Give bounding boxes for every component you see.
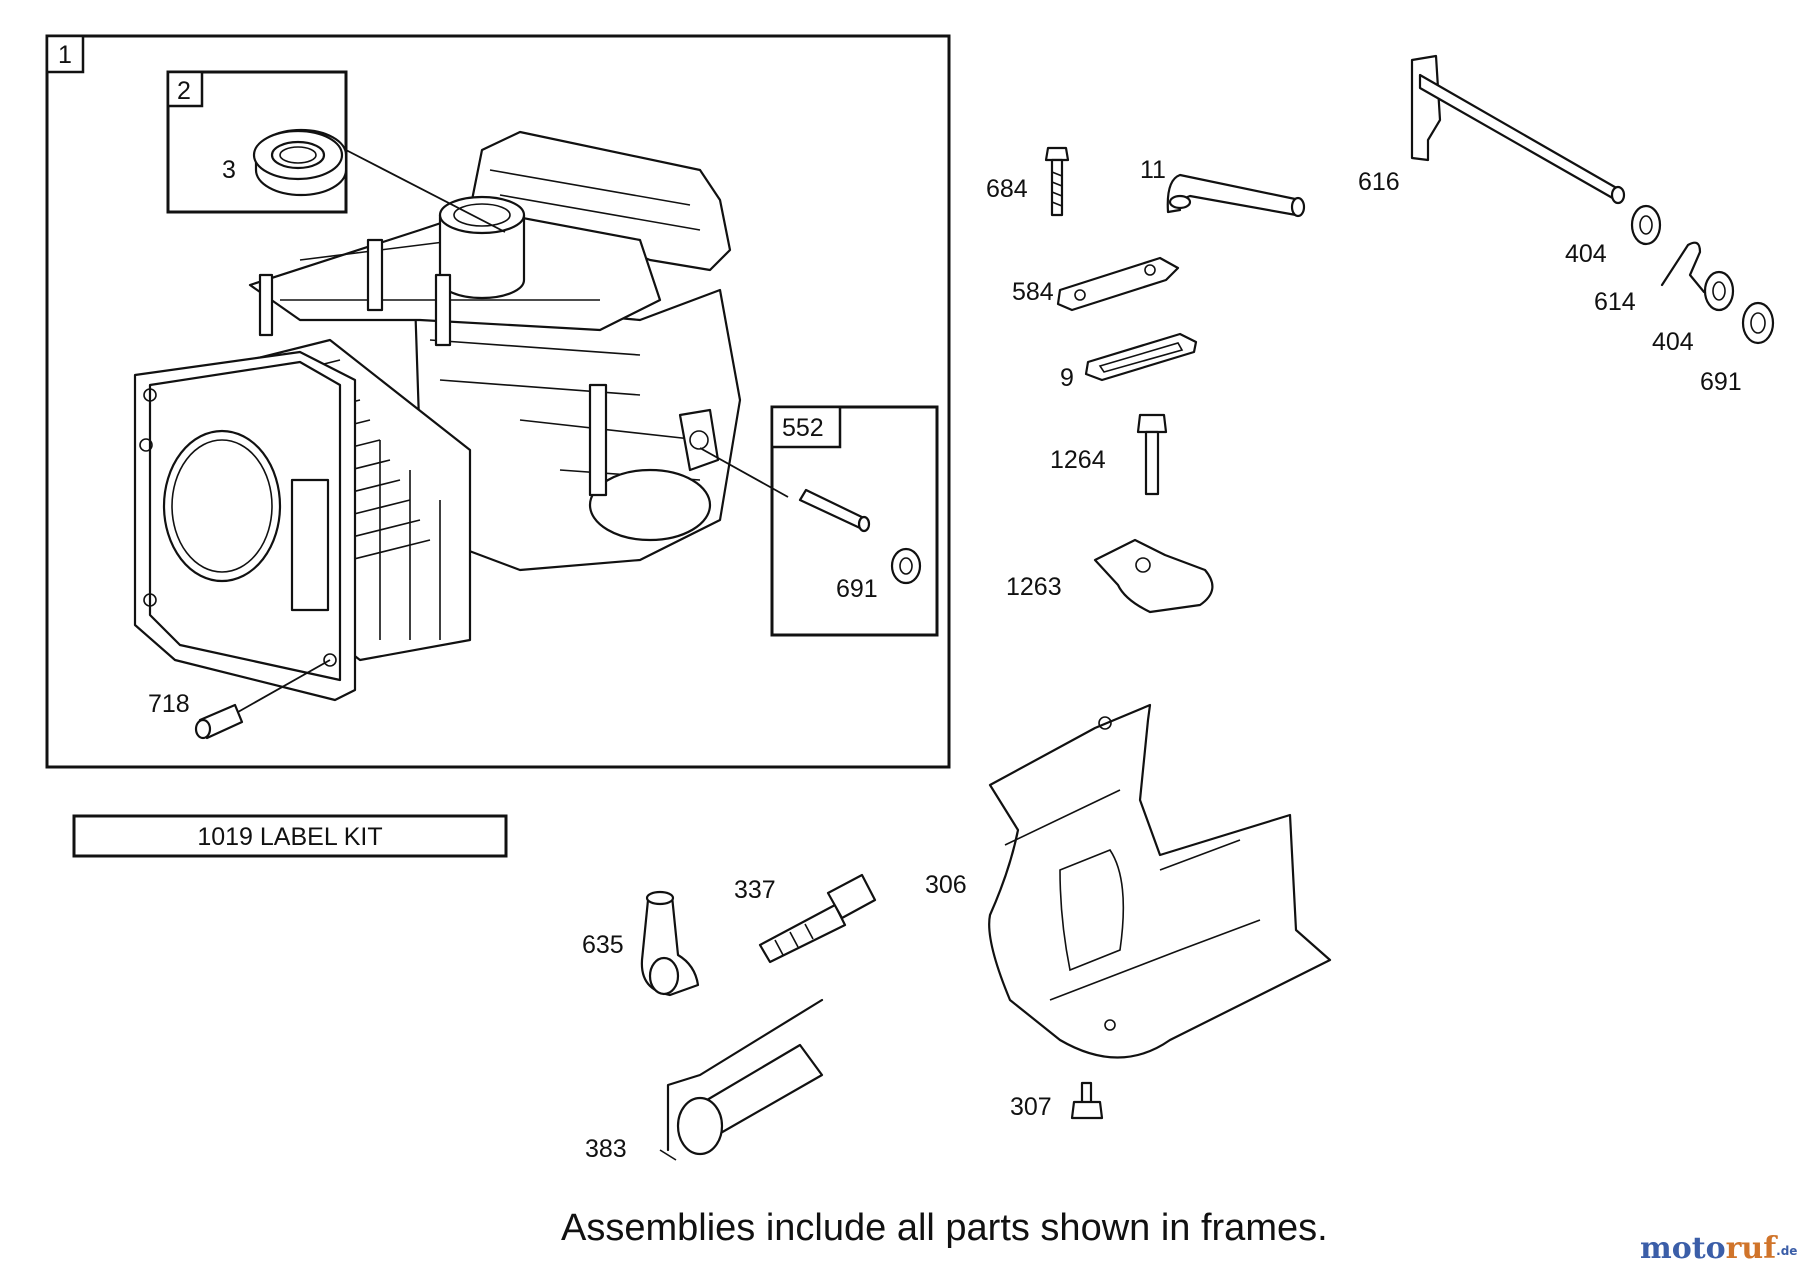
washer-691-frame-drawing	[890, 547, 922, 585]
part-label-616: 616	[1358, 168, 1400, 196]
plate-1263-drawing	[1093, 538, 1214, 614]
leader-line-2	[345, 149, 506, 233]
washer-404-a-drawing	[1630, 204, 1662, 246]
washer-691-drawing	[1741, 301, 1775, 345]
part-label-337: 337	[734, 876, 776, 904]
part-label-1264: 1264	[1050, 446, 1106, 474]
frame-2-number: 2	[177, 77, 191, 105]
part-label-307: 307	[1010, 1093, 1052, 1121]
leader-line-552	[699, 447, 789, 498]
hairpin-clip-614-drawing	[1660, 241, 1706, 294]
frame-552-number: 552	[782, 414, 824, 442]
assembly-frame-1: 1	[45, 34, 951, 769]
bolt-1264-drawing	[1136, 413, 1168, 496]
part-label-404-a: 404	[1565, 240, 1607, 268]
part-label-584: 584	[1012, 278, 1054, 306]
svg-text:motoruf.de: motoruf.de	[1640, 1231, 1797, 1266]
part-label-1263: 1263	[1006, 573, 1062, 601]
part-label-691: 691	[1700, 368, 1742, 396]
footer-note: Assemblies include all parts shown in fr…	[561, 1207, 1328, 1249]
label-kit-text: 1019 LABEL KIT	[197, 823, 382, 851]
gasket-9-drawing	[1084, 332, 1198, 382]
part-label-306: 306	[925, 871, 967, 899]
cylinder-block-drawing	[133, 130, 742, 702]
rod-616-drawing	[1410, 54, 1626, 205]
part-label-691-frame: 691	[836, 575, 878, 603]
part-label-635: 635	[582, 931, 624, 959]
cover-plate-584-drawing	[1056, 256, 1180, 312]
assembly-frame-552: 552 691	[770, 405, 939, 637]
dowel-pin-drawing	[798, 488, 871, 533]
oil-seal-drawing	[252, 128, 348, 197]
leader-line-718	[237, 659, 331, 713]
elbow-635-drawing	[640, 890, 700, 997]
part-label-9: 9	[1060, 364, 1074, 392]
part-label-614: 614	[1594, 288, 1636, 316]
spark-plug-337-drawing	[758, 873, 877, 964]
part-label-684: 684	[986, 175, 1028, 203]
wrench-383-drawing	[659, 998, 824, 1161]
part-label-404-b: 404	[1652, 328, 1694, 356]
part-label-3: 3	[222, 156, 236, 184]
label-kit-box: 1019 LABEL KIT	[72, 814, 508, 858]
frame-1-number: 1	[58, 41, 72, 69]
part-label-383: 383	[585, 1135, 627, 1163]
screw-307-drawing	[1070, 1081, 1104, 1120]
breather-tube-11-drawing	[1166, 173, 1306, 218]
motoruf-watermark-logo: motoruf.de	[1640, 1231, 1797, 1266]
shroud-306-drawing	[988, 703, 1332, 1059]
part-label-11: 11	[1140, 156, 1166, 184]
washer-404-b-drawing	[1703, 270, 1735, 312]
assembly-frame-2: 2 3	[166, 70, 348, 214]
dowel-718-drawing	[194, 703, 244, 740]
bolt-684-drawing	[1044, 146, 1070, 217]
part-label-718: 718	[148, 690, 190, 718]
